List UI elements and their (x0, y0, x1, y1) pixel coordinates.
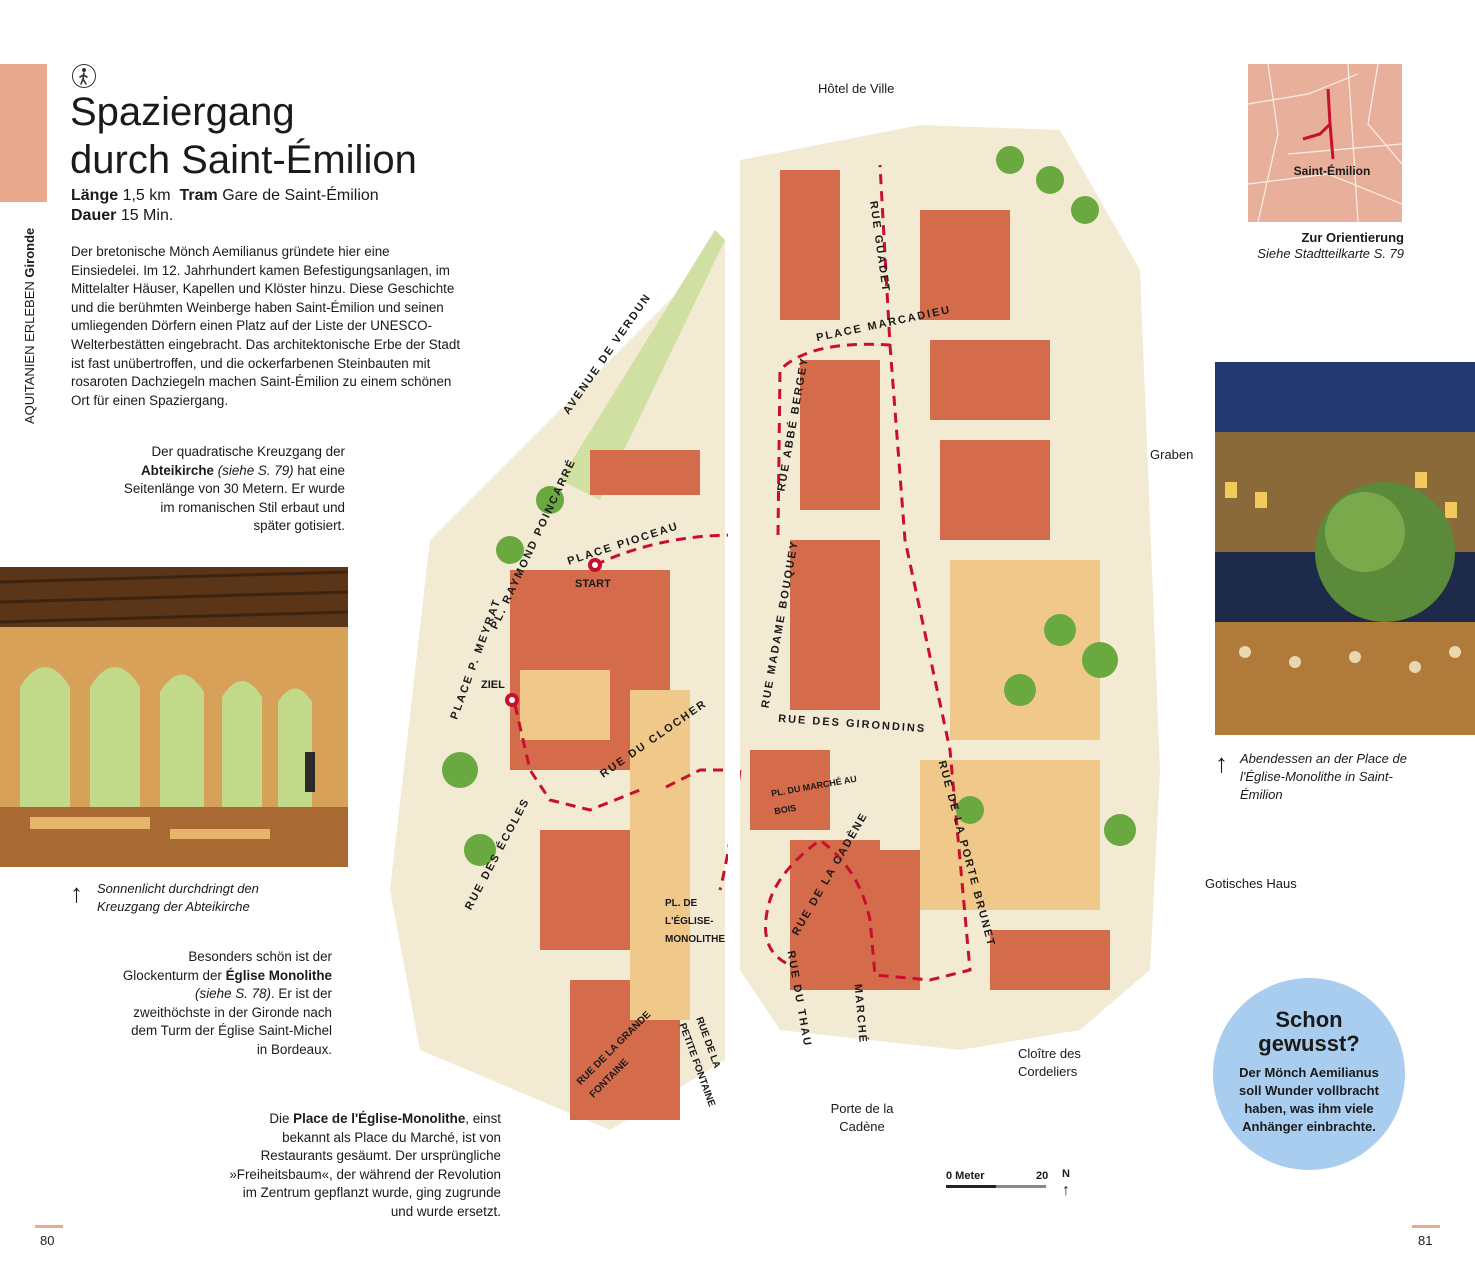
callout-cloister: Der quadratische Kreuzgang der Abteikirc… (123, 444, 345, 534)
map-street: PL. DE L'ÉGLISE-MONOLITHE (665, 898, 725, 945)
arrow-up-icon: ↑ (1215, 748, 1228, 778)
intro-text: Der bretonische Mönch Aemilianus gründet… (71, 244, 461, 408)
orientation-caption: Zur Orientierung Siehe Stadtteilkarte S.… (1257, 230, 1404, 261)
section-label: AQUITANIEN ERLEBEN Gironde (22, 227, 37, 424)
map-label-ziel: ZIEL (481, 679, 505, 691)
page-rule-left (35, 1225, 63, 1228)
north-label: N (1062, 1168, 1070, 1180)
page-title: Spaziergang durch Saint-Émilion (70, 90, 417, 182)
map-label-start: START (575, 578, 611, 590)
evening-photo (1215, 362, 1475, 735)
orientation-map: Saint-Émilion (1248, 64, 1402, 222)
label-graben: Graben (1150, 447, 1194, 462)
walker-icon (72, 64, 96, 88)
cloister-photo (0, 567, 348, 867)
page-rule-right (1412, 1225, 1440, 1228)
label-gotisches-haus: Gotisches Haus (1205, 876, 1297, 891)
page-number-right: 81 (1418, 1233, 1433, 1248)
callout-tower: Besonders schön ist der Glockenturm der … (122, 949, 332, 1057)
walk-meta: Länge 1,5 km Tram Gare de Saint-Émilion … (71, 187, 379, 224)
map-scale: 0 Meter 20 N ↑ (946, 1168, 1070, 1199)
caption-cloister: ↑ Sonnenlicht durchdringt den Kreuzgang … (70, 878, 259, 914)
callout-place: Die Place de l'Église-Monolithe, einst b… (229, 1111, 501, 1219)
fact-circle: Schon gewusst? Der Mönch Aemilianus soll… (1213, 978, 1405, 1170)
label-porte-cadene: Porte de la Cadène (830, 1101, 894, 1134)
caption-evening: ↑ Abendessen an der Place de l'Église-Mo… (1215, 748, 1407, 802)
label-cloitre: Cloître des Cordeliers (1018, 1046, 1081, 1079)
arrow-up-icon: ↑ (70, 878, 83, 908)
label-hotel-de-ville: Hôtel de Ville (818, 81, 895, 96)
section-tab (0, 64, 47, 202)
walk-map: AVENUE DE VERDUN RUE GUADET PLACE MARCAD… (360, 70, 1230, 1190)
fact-text: Der Mönch Aemilianus soll Wunder vollbra… (1239, 1065, 1379, 1134)
north-arrow-icon: ↑ (1062, 1182, 1070, 1199)
orientation-map-label: Saint-Émilion (1293, 164, 1371, 178)
fact-heading: Schon gewusst? (1258, 1007, 1360, 1056)
page-number-left: 80 (40, 1233, 55, 1248)
